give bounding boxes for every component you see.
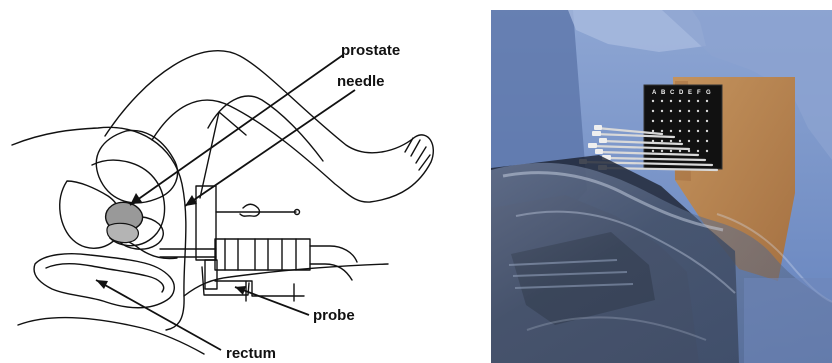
brachytherapy-diagram: prostate needle probe rectum: [0, 0, 470, 363]
upper-organ-outline: [96, 130, 177, 202]
lower-body-outline: [18, 318, 204, 354]
probe-arrow-head: [235, 286, 246, 295]
toe-lines: [405, 138, 430, 170]
template-support: [200, 112, 246, 198]
probe-guides: [225, 239, 296, 270]
needle-label: needle: [337, 73, 385, 90]
template-letter-b: B: [661, 90, 666, 96]
rectum-arrow-head: [96, 280, 108, 289]
needle-template: [644, 85, 722, 169]
photo-svg: A B C D E F G: [491, 10, 832, 363]
probe-shaft: [160, 249, 216, 257]
lower-right-drape: [744, 278, 832, 363]
seminal-vesicle-shape: [107, 223, 138, 242]
template-letter-g: G: [706, 90, 711, 96]
probe-cable: [310, 246, 357, 280]
rectum-inner-line: [46, 264, 164, 292]
needle-hub: [240, 204, 259, 216]
clinical-photo: A B C D E F G: [491, 10, 832, 363]
template-letter-e: E: [688, 90, 692, 96]
template-letter-f: F: [697, 90, 701, 96]
probe-label: probe: [313, 307, 355, 324]
prostate-callout-line: [130, 55, 343, 205]
prostate-label: prostate: [341, 42, 400, 59]
rectum-label: rectum: [226, 345, 276, 362]
template-letter-d: D: [679, 90, 684, 96]
template-letter-a: A: [652, 90, 657, 96]
template-letter-c: C: [670, 90, 675, 96]
rectum-callout-line: [96, 280, 221, 350]
needle-arrow-head: [185, 195, 197, 206]
diagram-svg: prostate needle probe rectum: [0, 0, 470, 363]
